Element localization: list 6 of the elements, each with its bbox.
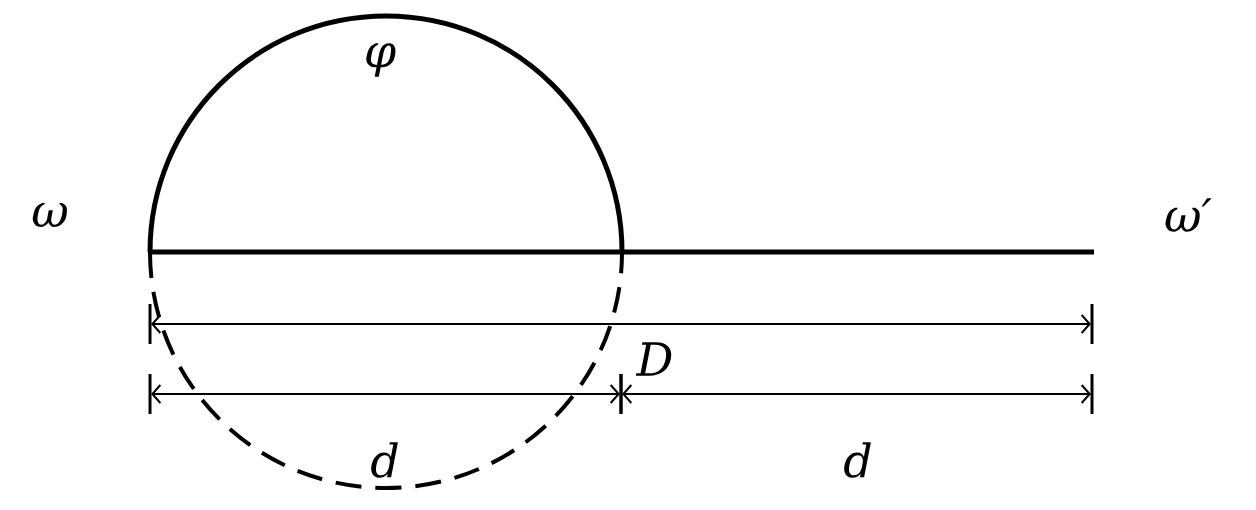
- arc-label: φ: [366, 43, 396, 77]
- end-label: ω: [32, 203, 67, 227]
- dimension-label: d: [844, 442, 871, 478]
- dimension-label: d: [371, 442, 398, 478]
- end-label: ω′: [1165, 198, 1212, 232]
- dimension-label: D: [635, 342, 672, 376]
